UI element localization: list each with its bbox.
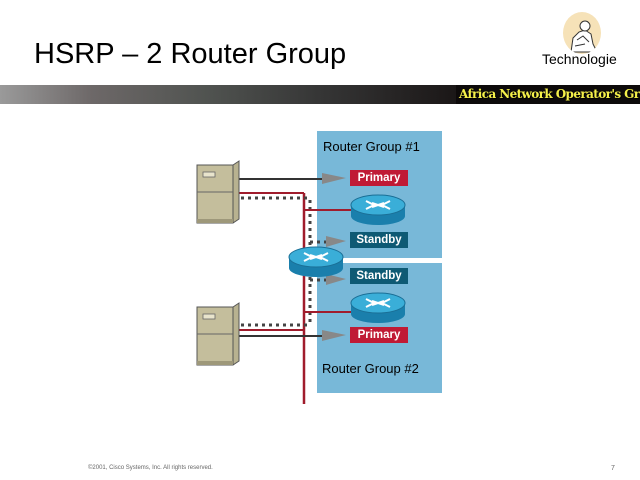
router-group-1-label: Router Group #1 xyxy=(323,139,420,154)
logo-caption: Technologie xyxy=(542,51,617,67)
shared-standby-router-icon xyxy=(288,246,344,277)
arrow-to-standby-1 xyxy=(326,236,346,247)
copyright-footer: ©2001, Cisco Systems, Inc. All rights re… xyxy=(88,465,213,471)
header-gradient-band xyxy=(0,85,460,104)
primary-tag-group-2: Primary xyxy=(350,327,408,343)
standby-tag-group-2: Standby xyxy=(350,268,408,284)
arrow-to-standby-2 xyxy=(326,274,346,285)
page-number: 7 xyxy=(611,465,615,472)
server-2-icon xyxy=(196,302,240,366)
org-banner-background xyxy=(456,85,640,104)
router-group2-primary-icon xyxy=(350,292,406,323)
primary-tag-group-1: Primary xyxy=(350,170,408,186)
org-banner: Africa Network Operator's Group xyxy=(459,87,640,101)
router-group-2-label: Router Group #2 xyxy=(322,361,419,376)
slide-title: HSRP – 2 Router Group xyxy=(34,38,347,70)
technologie-logo-icon xyxy=(563,12,601,54)
arrow-to-primary-2 xyxy=(322,330,346,341)
router-group1-primary-icon xyxy=(350,194,406,225)
server-1-icon xyxy=(196,160,240,224)
standby-tag-group-1: Standby xyxy=(350,232,408,248)
arrow-to-primary-1 xyxy=(322,173,346,184)
